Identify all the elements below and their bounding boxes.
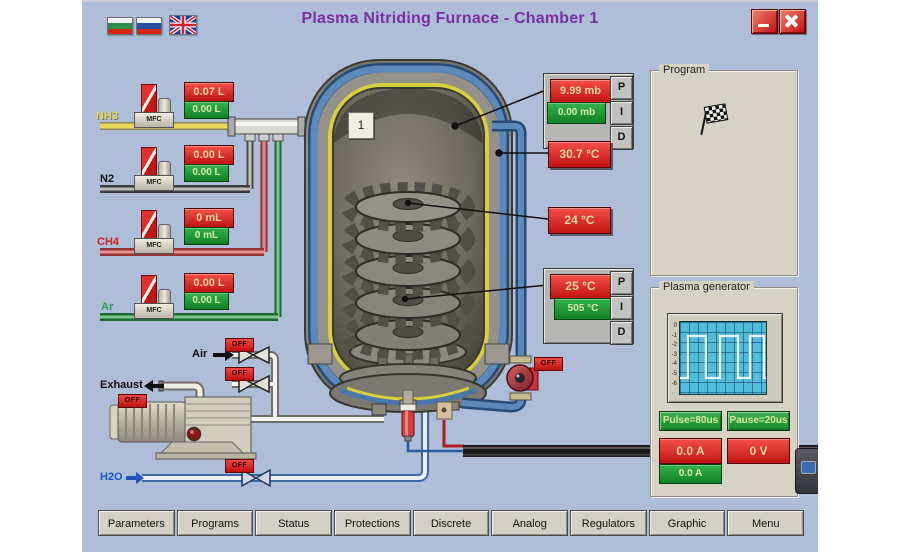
program-panel: Program bbox=[650, 64, 798, 276]
exhaust-label: Exhaust bbox=[100, 379, 143, 391]
program-flag bbox=[699, 103, 729, 137]
scope-y-axis: 0 -1 -2 -3 -4 -5 -6 bbox=[671, 323, 677, 387]
air-arrow-icon bbox=[213, 349, 234, 361]
h2o-pipe bbox=[142, 407, 429, 482]
air-label: Air bbox=[192, 348, 208, 360]
n2-setpoint-display: 0.00 L bbox=[184, 164, 229, 182]
nav-protections-button[interactable]: Protections bbox=[334, 510, 411, 536]
load-top-temp-display: 24 °C bbox=[548, 207, 611, 234]
valve-icon bbox=[141, 210, 157, 240]
thermocouple-port bbox=[436, 401, 453, 420]
mfc-ar[interactable]: MFC bbox=[134, 275, 174, 321]
sensor-wire bbox=[442, 420, 464, 448]
flag-uk-icon[interactable] bbox=[168, 14, 198, 36]
hmi-window: Plasma Nitriding Furnace - Chamber 1 NH3… bbox=[82, 0, 818, 552]
load-temp-group: 25 °C 505 °C P I D bbox=[543, 268, 634, 345]
flag-bulgaria-icon[interactable] bbox=[107, 17, 133, 35]
h2o-label: H2O bbox=[100, 471, 123, 483]
valve-icon bbox=[141, 275, 157, 305]
mfc-n2[interactable]: MFC bbox=[134, 147, 174, 193]
nav-status-button[interactable]: Status bbox=[255, 510, 333, 536]
scope-screen bbox=[679, 321, 767, 395]
nav-regulators-button[interactable]: Regulators bbox=[570, 510, 647, 536]
current-display: 0.0 A bbox=[659, 438, 722, 464]
valve-icon bbox=[141, 84, 157, 114]
h2o-valve[interactable] bbox=[241, 468, 271, 488]
nav-discrete-button[interactable]: Discrete bbox=[412, 510, 490, 536]
pressure-setpoint: 0.00 mb bbox=[547, 102, 606, 124]
pressure-pid: P I D bbox=[610, 75, 633, 150]
voltage-display: 0 V bbox=[727, 438, 790, 464]
vacuum-pump[interactable] bbox=[109, 396, 257, 460]
vent-valve-state[interactable]: OFF bbox=[225, 367, 254, 381]
checkered-flag-icon bbox=[703, 103, 729, 124]
mfc-ch4[interactable]: MFC bbox=[134, 210, 174, 256]
pid-d-button[interactable]: D bbox=[610, 126, 633, 150]
pid-p-button[interactable]: P bbox=[610, 76, 633, 100]
furnace-schematic bbox=[100, 59, 818, 488]
ar-setpoint-display: 0.00 L bbox=[184, 292, 229, 310]
ch4-setpoint-display: 0 mL bbox=[184, 227, 229, 245]
ch4-flow-display: 0 mL bbox=[184, 208, 234, 228]
pulse-waveform bbox=[680, 334, 766, 380]
nh3-flow-display: 0.07 L bbox=[184, 82, 234, 102]
connector-icon bbox=[801, 461, 816, 474]
pressure-value: 9.99 mb bbox=[550, 79, 611, 103]
pulse-button[interactable]: Pulse=80us bbox=[659, 411, 722, 431]
n2-flow-display: 0.00 L bbox=[184, 145, 234, 165]
electrode-wire bbox=[406, 436, 464, 453]
gas-label-ar: Ar bbox=[101, 301, 114, 313]
nav-graphic-button[interactable]: Graphic bbox=[648, 510, 726, 536]
air-valve-state[interactable]: OFF bbox=[225, 338, 254, 352]
mfc-nh3[interactable]: MFC bbox=[134, 84, 174, 130]
circulation-pump[interactable] bbox=[506, 355, 539, 401]
load-temp-value: 25 °C bbox=[550, 274, 611, 299]
nav-programs-button[interactable]: Programs bbox=[176, 510, 254, 536]
ar-flow-display: 0.00 L bbox=[184, 273, 234, 293]
plasma-generator-panel: Plasma generator 0 -1 -2 -3 -4 -5 -6 Pul… bbox=[650, 281, 798, 497]
valve-icon bbox=[141, 147, 157, 177]
minimize-icon bbox=[758, 24, 769, 27]
plasma-panel-title: Plasma generator bbox=[659, 281, 754, 293]
close-button[interactable] bbox=[779, 9, 806, 34]
pid-i-button[interactable]: I bbox=[610, 296, 633, 320]
bottom-nav: Parameters Programs Status Protections D… bbox=[98, 510, 805, 536]
pause-button[interactable]: Pause=20us bbox=[727, 411, 790, 431]
pressure-group: 9.99 mb 0.00 mb P I D bbox=[543, 73, 634, 150]
nav-parameters-button[interactable]: Parameters bbox=[98, 510, 175, 536]
program-panel-title: Program bbox=[659, 64, 710, 76]
furnace-vessel bbox=[304, 59, 513, 416]
flag-russia-icon[interactable] bbox=[136, 17, 162, 35]
pump-state[interactable]: OFF bbox=[118, 394, 147, 408]
gas-label-ch4: CH4 bbox=[97, 236, 120, 248]
connector-device bbox=[795, 448, 818, 494]
gas-label-n2: N2 bbox=[100, 173, 115, 185]
wall-temp-display: 30.7 °C bbox=[548, 141, 611, 168]
h2o-arrow-icon bbox=[126, 472, 144, 484]
oscilloscope: 0 -1 -2 -3 -4 -5 -6 bbox=[667, 313, 783, 403]
current-setpoint-display: 0.0 A bbox=[659, 464, 722, 484]
nav-analog-button[interactable]: Analog bbox=[491, 510, 569, 536]
h2o-valve-state[interactable]: OFF bbox=[225, 459, 254, 473]
load-temp-setpoint: 505 °C bbox=[554, 298, 612, 320]
pid-p-button[interactable]: P bbox=[610, 271, 633, 295]
chamber-number-tag: 1 bbox=[348, 112, 374, 139]
pid-d-button[interactable]: D bbox=[610, 321, 633, 345]
cooling-pump-state[interactable]: OFF bbox=[534, 357, 563, 371]
gas-risers bbox=[246, 132, 282, 317]
minimize-button[interactable] bbox=[751, 9, 778, 34]
cathode-feedthrough bbox=[399, 389, 417, 442]
page-title: Plasma Nitriding Furnace - Chamber 1 bbox=[301, 10, 599, 27]
gas-label-nh3: NH3 bbox=[96, 110, 119, 122]
load-temp-pid: P I D bbox=[610, 270, 633, 345]
exhaust-arrow-icon bbox=[144, 380, 164, 392]
pid-i-button[interactable]: I bbox=[610, 101, 633, 125]
gas-manifold bbox=[227, 116, 311, 142]
nav-menu-button[interactable]: Menu bbox=[727, 510, 805, 536]
sensor-lines bbox=[401, 89, 549, 303]
nh3-setpoint-display: 0.00 L bbox=[184, 101, 229, 119]
